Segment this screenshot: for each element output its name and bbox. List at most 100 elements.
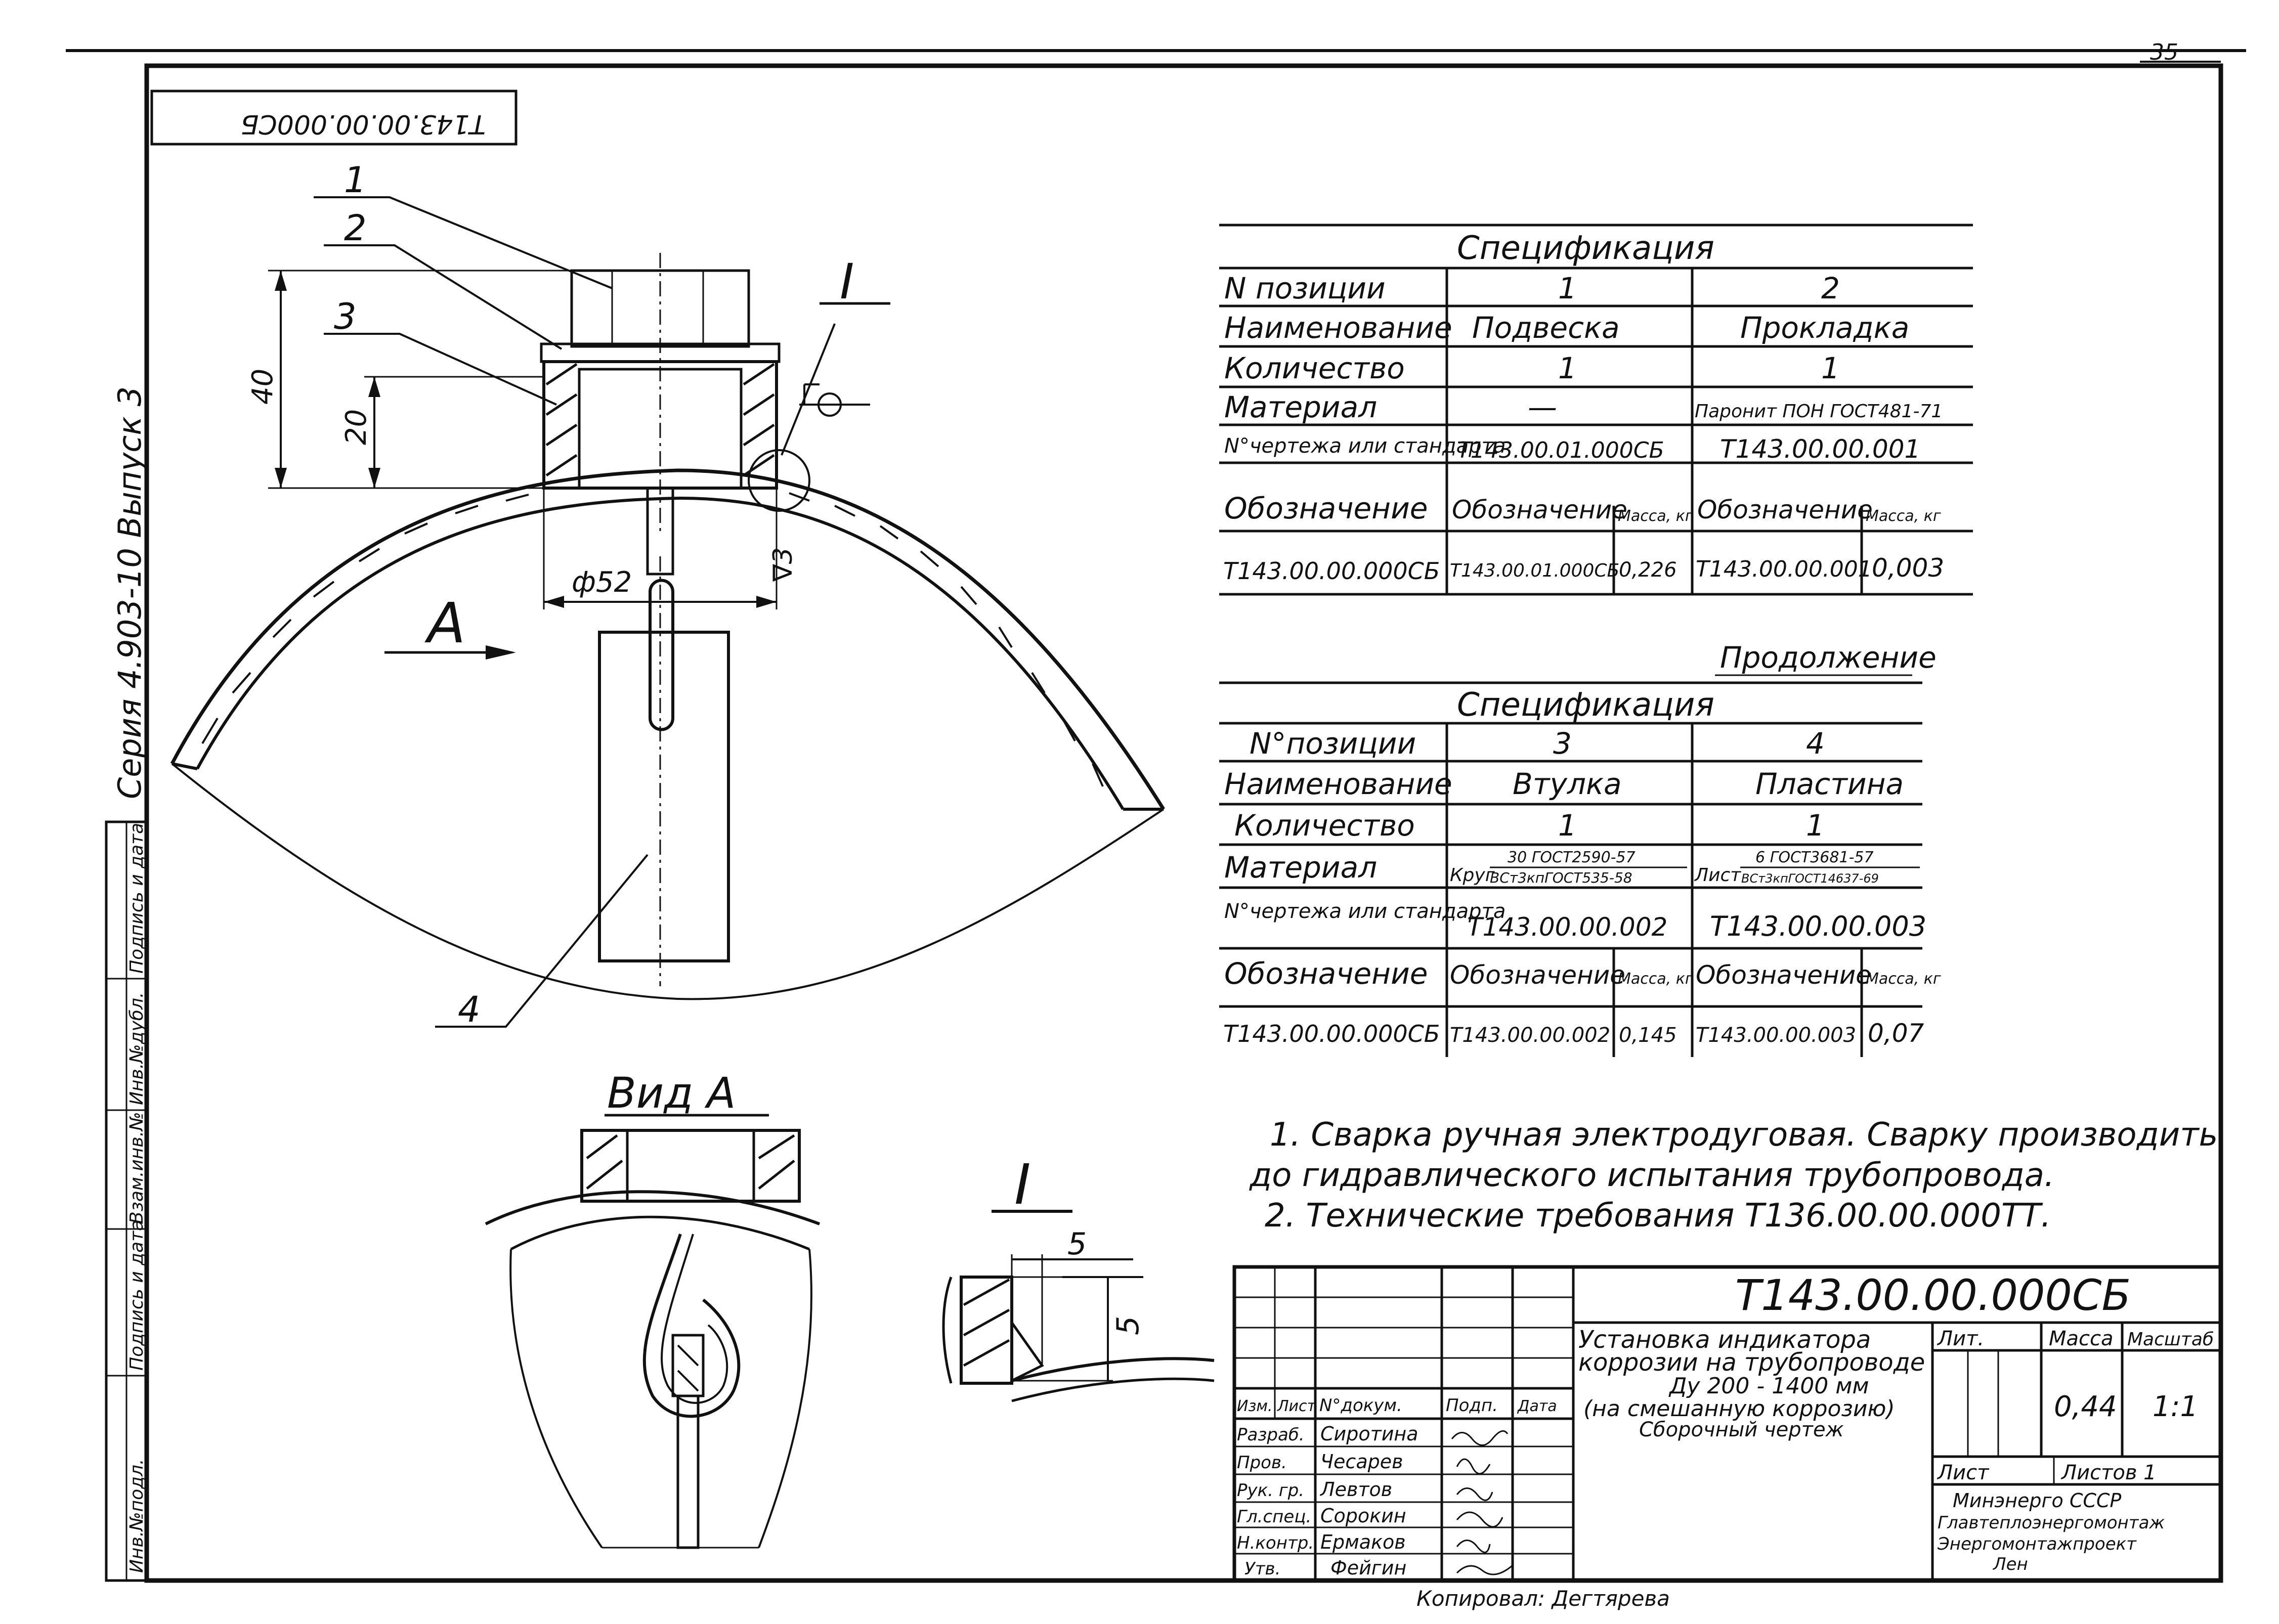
spec1-drawing-1: Т143.00.01.000СБ <box>1457 437 1664 463</box>
title-block-code: Т143.00.00.000СБ <box>1735 1270 2131 1320</box>
spec1-drawing-2: Т143.00.00.001 <box>1720 434 1920 464</box>
tb-mass-head: Масса <box>2049 1327 2114 1350</box>
tb-role-5: Н.контр. <box>1237 1533 1314 1553</box>
spec2-oboz-2: Т143.00.00.003 <box>1696 1024 1856 1047</box>
spec1-label-name: Наименование <box>1224 311 1452 345</box>
note-line-2: до гидравлического испытания трубопровод… <box>1249 1157 2054 1194</box>
margin-label-1: Инв.№подл. <box>126 1459 147 1573</box>
spec1-label-oboz: Обозначение <box>1224 491 1428 525</box>
tb-org-line-2: Главтеплоэнергомонтаж <box>1938 1513 2165 1533</box>
spec2-qty-1: 1 <box>1558 808 1577 843</box>
rotated-stamp: Т143.00.00.000СБ <box>241 109 486 139</box>
spec1-name-2: Прокладка <box>1740 311 1909 345</box>
spec2-material-bottom-2: ВСт3кпГОСТ14637-69 <box>1741 871 1879 886</box>
spec-table-2 <box>1219 681 1922 1057</box>
tb-name-6: Фейгин <box>1330 1557 1406 1579</box>
tb-head-izm: Изм. <box>1237 1397 1273 1415</box>
spec2-drawing-2: Т143.00.00.003 <box>1710 910 1926 942</box>
tb-name-4: Сорокин <box>1320 1505 1406 1527</box>
page-number: 35 <box>2150 39 2178 65</box>
spec1-qty-1: 1 <box>1558 351 1577 385</box>
detail-dim-5b: 5 <box>1110 1316 1146 1335</box>
tb-org-line-1: Минэнерго СССР <box>1953 1489 2121 1512</box>
tb-scale-head: Масштаб <box>2127 1329 2214 1350</box>
spec2-material-prefix-1: Круг <box>1450 865 1495 886</box>
spec1-material-1: — <box>1528 390 1557 424</box>
detail-i-title: I <box>1014 1152 1030 1217</box>
left-margin-strip <box>105 820 148 1582</box>
spec2-name-2: Пластина <box>1755 767 1904 801</box>
title-name-line-3: Ду 200 - 1400 мм <box>1668 1373 1869 1399</box>
margin-label-4: Инв.№дубл. <box>126 992 147 1105</box>
spec1-mass-head-1: Масса, кг <box>1618 507 1693 525</box>
continuation-label: Продолжение <box>1720 640 1937 675</box>
spec2-material-bottom-1: ВСт3кпГОСТ535-58 <box>1490 869 1632 886</box>
tb-lit-head: Лит. <box>1937 1327 1984 1350</box>
spec1-pos-1: 1 <box>1558 271 1577 305</box>
spec2-label-pos: N°позиции <box>1250 726 1416 761</box>
spec2-oboz-head-1: Обозначение <box>1450 960 1625 990</box>
margin-label-5: Подпись и дата <box>126 823 147 974</box>
spec1-label-qty: Количество <box>1224 351 1405 385</box>
title-name-line-1: Установка индикатора <box>1578 1326 1871 1354</box>
signature-marks <box>1451 1430 1513 1575</box>
spec1-material-2: Паронит ПОН ГОСТ481-71 <box>1695 401 1943 422</box>
main-assembly-view: 40 20 ф52 ∇3 I А 1 2 3 4 <box>170 159 1165 1030</box>
callout-3: 3 <box>334 296 357 337</box>
tb-org-line-3: Энергомонтажпроект <box>1937 1534 2137 1554</box>
spec1-label-code: Т143.00.00.000СБ <box>1223 557 1440 585</box>
spec2-label-oboz: Обозначение <box>1224 956 1428 991</box>
spec2-qty-2: 1 <box>1806 808 1825 843</box>
spec1-mass-2: 0,003 <box>1872 553 1944 583</box>
tb-head-sign: Подп. <box>1446 1395 1498 1416</box>
spec1-mass-1: 0,226 <box>1619 558 1677 582</box>
note-line-3: 2. Технические требования Т136.00.00.000… <box>1265 1197 2051 1235</box>
notes: 1. Сварка ручная электродуговая. Сварку … <box>1249 1116 2218 1235</box>
dim-phi52: ф52 <box>572 566 632 599</box>
note-line-1: 1. Сварка ручная электродуговая. Сварку … <box>1270 1116 2218 1154</box>
spec2-label-material: Материал <box>1224 850 1377 885</box>
spec2-pos-1: 3 <box>1553 726 1572 761</box>
spec1-oboz-head-1: Обозначение <box>1452 495 1627 524</box>
dim-40: 40 <box>246 369 279 405</box>
bushing-hatching <box>545 363 775 477</box>
spec2-drawing-1: Т143.00.00.002 <box>1467 912 1667 942</box>
title-name-line-5: Сборочный чертеж <box>1639 1418 1844 1441</box>
tb-name-1: Сиротина <box>1320 1423 1418 1445</box>
callout-1: 1 <box>344 159 367 201</box>
spec1-title: Спецификация <box>1457 230 1714 267</box>
spec1-name-1: Подвеска <box>1472 311 1620 345</box>
view-a-title: Вид А <box>607 1068 736 1118</box>
detail-i: I 5 5 <box>942 1152 1215 1402</box>
spec2-label-code: Т143.00.00.000СБ <box>1223 1020 1440 1047</box>
spec2-label-drawing: N°чертежа или стандарта <box>1224 900 1506 923</box>
tb-name-3: Левтов <box>1319 1478 1392 1501</box>
tb-role-1: Разраб. <box>1237 1425 1305 1445</box>
callout-leaders <box>314 196 649 1028</box>
margin-label-3: Взам.инв.№ <box>126 1112 147 1224</box>
spec2-material-top-2: 6 ГОСТ3681-57 <box>1755 849 1874 866</box>
spec2-material-prefix-2: Лист <box>1694 865 1741 886</box>
title-name-line-2: коррозии на трубопроводе <box>1578 1348 1925 1377</box>
margin-label-2: Подпись и дата <box>126 1220 147 1371</box>
spec2-label-name: Наименование <box>1224 767 1452 801</box>
spec1-mass-head-2: Масса, кг <box>1866 507 1941 525</box>
series-label: Серия 4.903-10 Выпуск 3 <box>111 386 148 799</box>
roughness-mark: ∇3 <box>768 547 798 582</box>
spec1-label-material: Материал <box>1224 390 1377 424</box>
callout-4: 4 <box>458 989 481 1030</box>
spec2-mass-head-2: Масса, кг <box>1866 970 1941 988</box>
spec2-material-top-1: 30 ГОСТ2590-57 <box>1508 849 1636 866</box>
spec1-qty-2: 1 <box>1821 351 1840 385</box>
tb-role-3: Рук. гр. <box>1237 1480 1304 1501</box>
copied-by: Копировал: Дегтярева <box>1416 1586 1670 1611</box>
spec1-oboz-1: Т143.00.01.000СБ <box>1450 560 1619 581</box>
dim-20: 20 <box>340 409 373 445</box>
view-a: Вид А <box>485 1068 821 1549</box>
spec2-pos-2: 4 <box>1806 726 1825 761</box>
spec1-label-drawing: N°чертежа или стандарта <box>1224 434 1506 458</box>
spec2-oboz-head-2: Обозначение <box>1696 960 1871 990</box>
spec-table-1 <box>1219 224 1973 596</box>
tb-role-6: Утв. <box>1244 1559 1280 1579</box>
